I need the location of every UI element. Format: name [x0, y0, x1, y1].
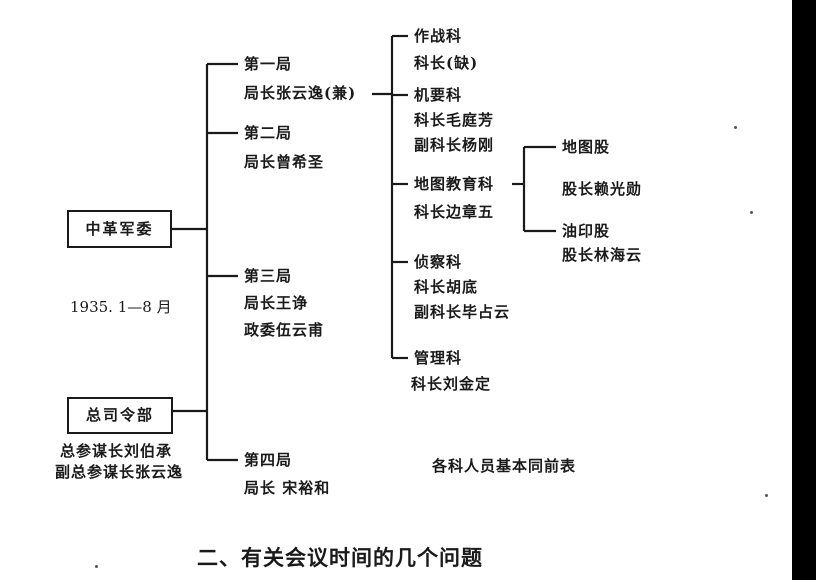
- section-4-name: 侦察科: [414, 253, 463, 271]
- scan-edge-bar: [792, 0, 816, 580]
- section-staff-note: 各科人员基本同前表: [432, 457, 577, 475]
- scan-speck: [734, 126, 737, 129]
- section-2-deputy: 副科长杨刚: [414, 136, 495, 154]
- section-2-head: 科长毛庭芳: [414, 111, 495, 129]
- section-4-head: 科长胡底: [414, 278, 479, 296]
- bureau-4-name: 第四局: [244, 451, 293, 469]
- unit-1-name: 地图股: [562, 138, 611, 156]
- scan-speck: [750, 211, 753, 214]
- scan-speck: [765, 494, 768, 497]
- chief-of-staff: 总参谋长刘伯承: [60, 442, 173, 460]
- bureau-2-head: 局长曾希圣: [244, 153, 325, 171]
- unit-2-name: 油印股: [562, 222, 611, 240]
- bureau-3-commissar: 政委伍云甫: [244, 321, 325, 339]
- zong-si-ling-bu-label: 总司令部: [85, 406, 154, 424]
- unit-1-head: 股长赖光勋: [562, 180, 643, 198]
- unit-2-head: 股长林海云: [562, 246, 643, 264]
- section-3-name: 地图教育科: [414, 175, 495, 193]
- section-2-name: 机要科: [414, 86, 463, 104]
- bureau-3-head: 局长王诤: [244, 294, 309, 312]
- section-heading: 二、有关会议时间的几个问题: [197, 545, 483, 570]
- bureau-1-name: 第一局: [244, 55, 293, 73]
- section-4-deputy: 副科长毕占云: [414, 303, 511, 321]
- date-range: 1935. 1—8 月: [70, 298, 172, 316]
- jun-wei-label: 中革军委: [85, 220, 154, 238]
- bureau-3-name: 第三局: [244, 267, 293, 285]
- section-5-name: 管理科: [414, 349, 463, 367]
- section-5-head: 科长刘金定: [411, 375, 492, 393]
- bureau-2-name: 第二局: [244, 124, 293, 142]
- section-3-head: 科长边章五: [414, 203, 495, 221]
- scan-speck: [95, 565, 98, 568]
- bureau-1-head: 局长张云逸(兼): [244, 84, 357, 102]
- section-1-name: 作战科: [414, 27, 463, 45]
- zong-si-ling-bu-box: 总司令部: [67, 397, 173, 434]
- deputy-chief-of-staff: 副总参谋长张云逸: [55, 463, 184, 481]
- jun-wei-box: 中革军委: [67, 210, 172, 248]
- section-1-head: 科长(缺): [414, 54, 479, 72]
- bureau-4-head: 局长 宋裕和: [244, 479, 331, 497]
